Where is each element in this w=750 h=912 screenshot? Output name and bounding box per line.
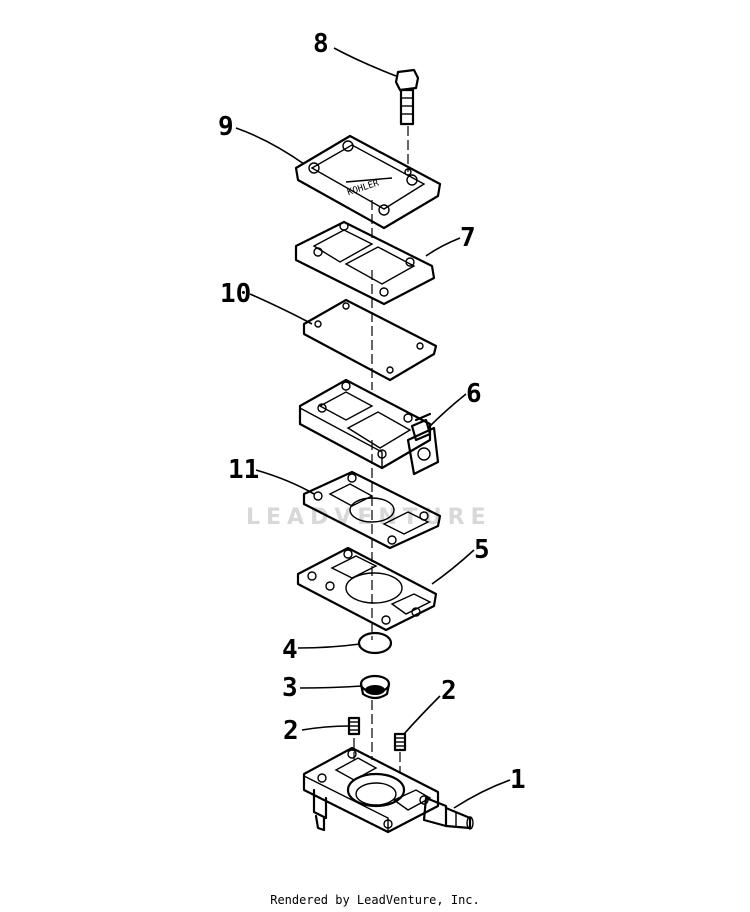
label-part-2-left: 2 xyxy=(283,716,299,746)
gasket-part-5 xyxy=(296,546,438,632)
base-part-1 xyxy=(302,746,474,834)
spring-part-2-right xyxy=(393,732,407,772)
pump-body-part-6 xyxy=(298,378,440,476)
label-part-10: 10 xyxy=(220,279,251,309)
gasket-part-7 xyxy=(294,220,436,306)
label-part-1: 1 xyxy=(510,765,526,795)
label-part-2-right: 2 xyxy=(441,676,457,706)
footer-credit: Rendered by LeadVenture, Inc. xyxy=(270,893,480,907)
label-part-3: 3 xyxy=(282,673,298,703)
label-part-9: 9 xyxy=(218,112,234,142)
label-part-11: 11 xyxy=(228,455,259,485)
cover-plate-part-9: KOHLER xyxy=(294,134,442,230)
callout-numbers: 8 9 7 10 6 11 5 4 3 2 2 1 xyxy=(218,29,526,795)
valve-gasket-part-11 xyxy=(302,470,442,550)
label-part-4: 4 xyxy=(282,635,298,665)
label-part-8: 8 xyxy=(313,29,329,59)
disc-part-4 xyxy=(357,631,393,655)
label-part-7: 7 xyxy=(460,223,476,253)
assembly-axis xyxy=(371,126,409,760)
label-part-5: 5 xyxy=(474,535,490,565)
diaphragm-part-10 xyxy=(302,298,438,382)
watermark: LEADVENTURE xyxy=(246,505,492,530)
leader-lines xyxy=(235,47,511,809)
bolt-part-8 xyxy=(394,68,420,126)
label-part-6: 6 xyxy=(466,379,482,409)
spring-part-2-left xyxy=(347,716,361,760)
spring-cap-part-3 xyxy=(359,674,391,700)
